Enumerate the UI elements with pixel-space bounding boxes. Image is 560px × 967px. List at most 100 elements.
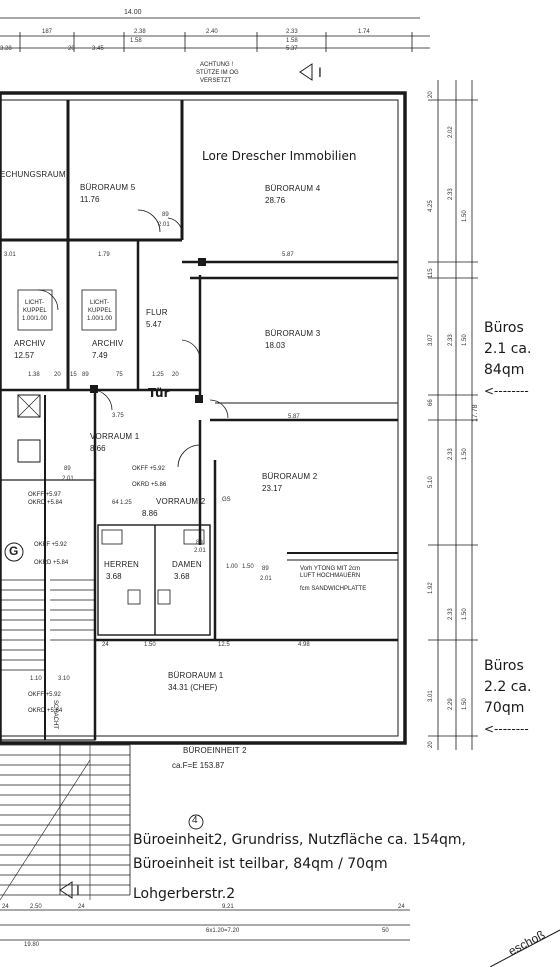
dim-right-b3: 1.50 [462, 210, 468, 222]
room-area-archiv2: 7.49 [92, 351, 108, 360]
unit-2-2-line2: 2.2 ca. [484, 679, 532, 695]
licht1-3: 1.00/1.00 [22, 316, 48, 322]
dim-right-a8: 3.01 [428, 690, 434, 702]
dim-right-a9: 20 [428, 741, 434, 748]
dim-bottom-4: 9.21 [222, 904, 234, 910]
dim-mid-11: 3.10 [58, 676, 70, 682]
room-label-archiv1: ARCHIV [14, 339, 46, 348]
dim-top-3: 2.40 [206, 29, 218, 35]
unit-2-2-arrow: <-------- [484, 722, 529, 736]
level-marker: 4 [192, 815, 198, 826]
dim-mid-4: 3.75 [112, 413, 124, 419]
dim-right-a3: 115 [428, 268, 434, 278]
dim-misc-11: 1.25 [120, 500, 132, 506]
okrd-4: OKRD +5.84 [28, 500, 63, 506]
dim-misc-14: 89 [196, 540, 203, 546]
dim-top-5: 1.74 [358, 29, 370, 35]
unit-2-2-label: Büros 2.2 ca. 70qm <-------- [484, 656, 531, 740]
okrd-1: OKRD +5.86 [132, 482, 167, 488]
room-label-buero4: BÜRORAUM 4 [265, 184, 321, 193]
dim-misc-1: 1.38 [28, 372, 40, 378]
dim-misc-10: 64 [112, 500, 119, 506]
room-label-vorraum1: VORRAUM 1 [90, 432, 140, 441]
dim-top-left: 3.28 [0, 46, 12, 52]
unit-2-1-arrow: <-------- [484, 384, 529, 398]
licht2-1: LICHT- [90, 300, 110, 306]
room-label-flur: FLUR [146, 308, 168, 317]
dim-top-sub-1: 1.58 [130, 38, 142, 44]
sandwich-note: fcm SANDWICHPLATTE [300, 586, 367, 592]
unit-2-1-line2: 2.1 ca. [484, 341, 532, 357]
room-area-flur: 5.47 [146, 320, 162, 329]
dim-misc-15: 2.01 [194, 548, 206, 554]
dim-misc-13: 2.01 [158, 222, 170, 228]
dim-top-20: 20 [68, 46, 75, 52]
dim-misc-5: 75 [116, 372, 123, 378]
door-label: Tür [148, 386, 170, 400]
dim-right-b6: 2.33 [448, 448, 454, 460]
dim-right-a2: 4.25 [428, 200, 434, 212]
dim-right-a4: 3.07 [428, 334, 434, 346]
dim-right-a1: 20 [428, 91, 434, 98]
dim-right-a6: 5.10 [428, 476, 434, 488]
dim-mid-6: 24 [102, 642, 109, 648]
unit-2-1-line3: 84qm [484, 362, 525, 378]
room-area-buero3: 18.03 [265, 341, 286, 350]
dim-misc-4: 89 [82, 372, 89, 378]
street-address: Lohgerberstr.2 [133, 886, 236, 902]
description-line-2: Büroeinheit ist teilbar, 84qm / 70qm [133, 856, 388, 872]
dim-bottom-3: 24 [78, 904, 85, 910]
licht1-1: LICHT- [25, 300, 45, 306]
room-label-buero2: BÜRORAUM 2 [262, 472, 318, 481]
unit-title: BÜROEINHEIT 2 [183, 746, 247, 755]
okrd-3: OKRD +5.84 [28, 708, 63, 714]
okrd-2: OKRD +5.84 [34, 560, 69, 566]
room-area-vorraum2: 8.86 [142, 509, 158, 518]
licht2-2: KUPPEL [88, 308, 112, 314]
schacht-label: SCHACHT [52, 700, 58, 730]
room-label-damen: DAMEN [172, 560, 202, 569]
dim-misc-6: 1.25 [152, 372, 164, 378]
dim-top-sub-2: 1.58 [286, 38, 298, 44]
dim-right-b9: 1.50 [462, 608, 468, 620]
room-label-buero3: BÜRORAUM 3 [265, 329, 321, 338]
unit-2-2-line3: 70qm [484, 700, 525, 716]
dim-misc-9: 2.01 [62, 476, 74, 482]
room-area-herren: 3.68 [106, 572, 122, 581]
room-area-damen: 3.68 [174, 572, 190, 581]
dim-top-345: 3.45 [92, 46, 104, 52]
axis-marker-bottom: I [76, 882, 80, 898]
okff-1: OKFF +5.92 [132, 466, 165, 472]
dim-right-a7: 1.92 [428, 582, 434, 594]
okff-2: OKFF +5.92 [34, 542, 67, 548]
room-label-vorraum2: VORRAUM 2 [156, 497, 206, 506]
room-area-vorraum1: 8.66 [90, 444, 106, 453]
dim-misc-8: 89 [64, 466, 71, 472]
gs-label: GS [222, 497, 231, 503]
dim-misc-19: 2.01 [260, 576, 272, 582]
ytong-note: Vorh YTONG MIT 2cm [300, 566, 361, 572]
unit-area: ca.F=E 153.87 [172, 761, 225, 770]
dim-top-total: 14.00 [124, 9, 142, 16]
room-label-archiv2: ARCHIV [92, 339, 124, 348]
dim-right-b11: 1.50 [462, 698, 468, 710]
dim-bottom-sub: 6x1.20=7.20 [206, 928, 240, 934]
stair-marker: G [9, 544, 19, 558]
dim-top-2: 2.38 [134, 29, 146, 35]
room-label-herren: HERREN [104, 560, 139, 569]
dim-bottom-5: 24 [398, 904, 405, 910]
achtung-note-2: STÜTZE IM OG [196, 70, 239, 76]
axis-marker-top: I [318, 64, 322, 80]
description-line-1: Büroeinheit2, Grundriss, Nutzfläche ca. … [133, 832, 466, 848]
dim-right-b2: 2.33 [448, 188, 454, 200]
dim-misc-3: 15 [70, 372, 77, 378]
dim-mid-2: 1.79 [98, 252, 110, 258]
unit-2-1-line1: Büros [484, 320, 524, 336]
dim-misc-7: 20 [172, 372, 179, 378]
dim-bottom-1: 24 [2, 904, 9, 910]
unit-2-1-label: Büros 2.1 ca. 84qm <-------- [484, 318, 531, 402]
dim-misc-2: 20 [54, 372, 61, 378]
room-area-buero5: 11.76 [80, 195, 100, 204]
licht1-2: KUPPEL [23, 308, 47, 314]
